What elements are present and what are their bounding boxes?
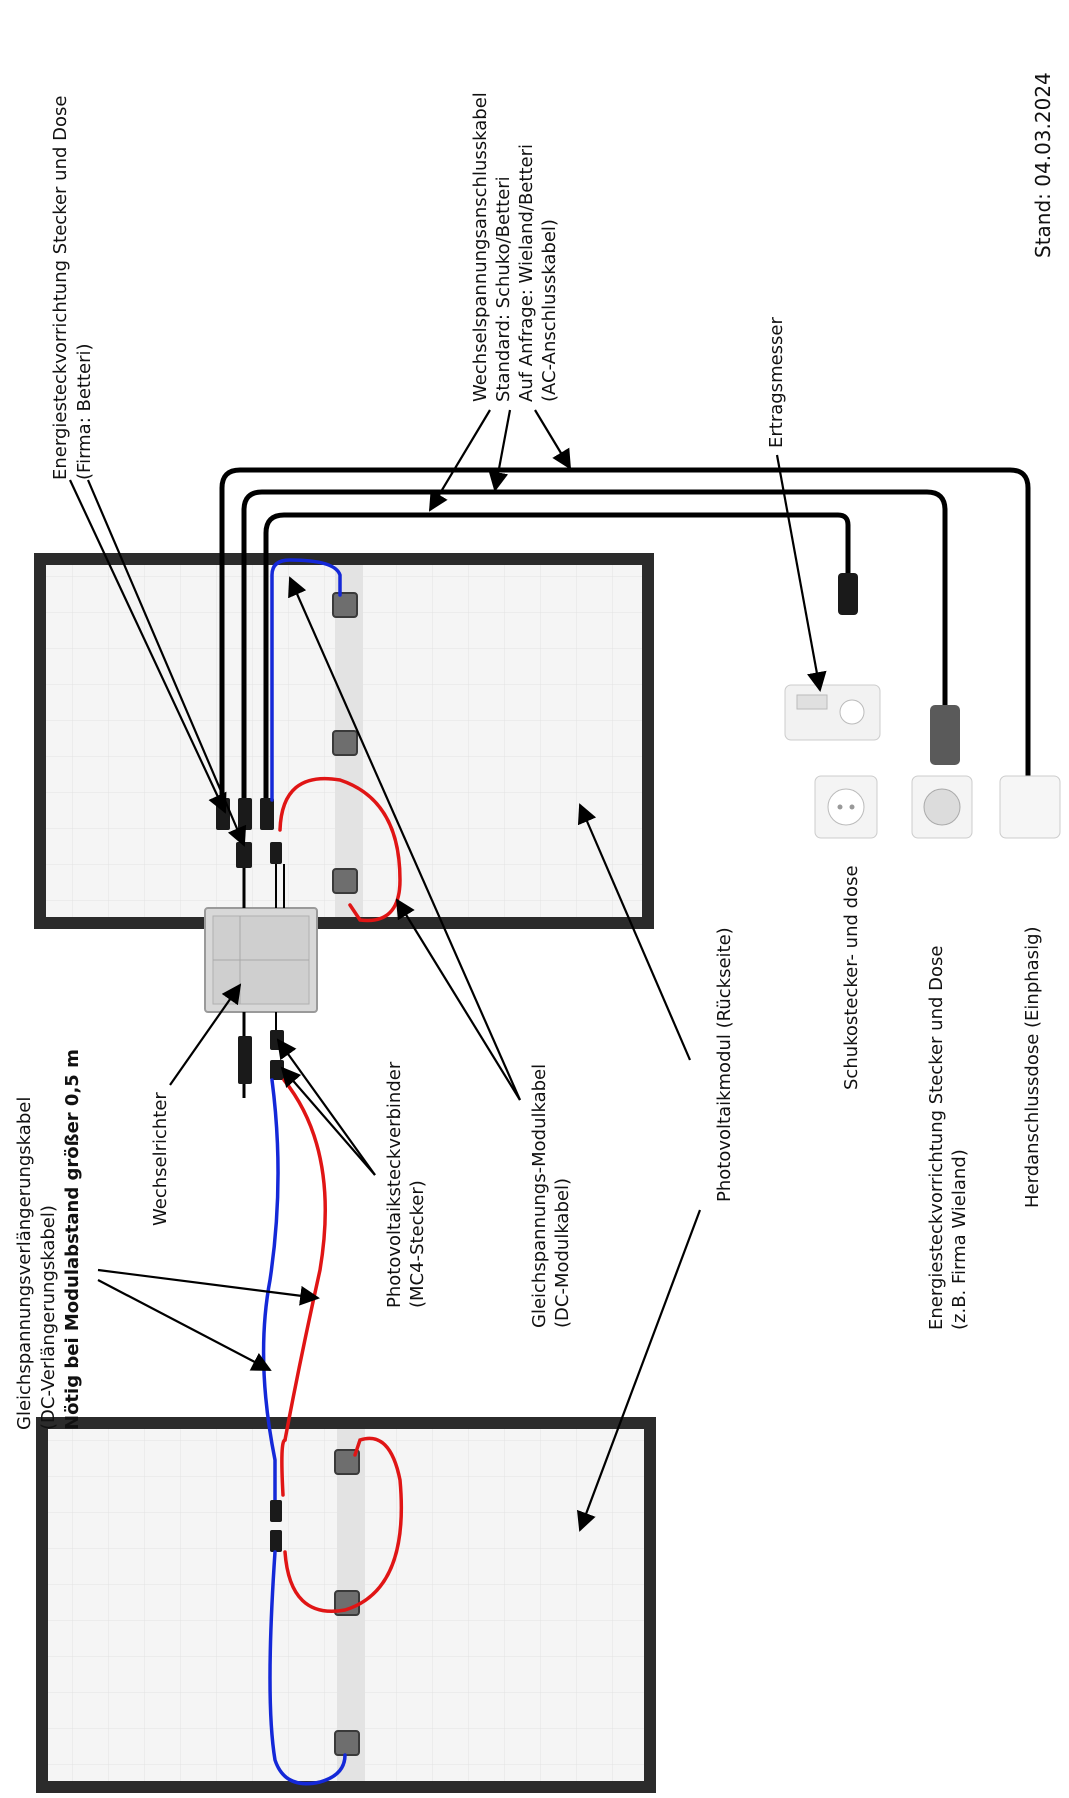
label-wechselspannung-4: (AC-Anschlusskabel) [539,219,560,402]
ac-connectors [216,798,274,1098]
dc-cables-top [270,558,402,923]
annotation-arrows [69,409,827,1532]
label-gleich-modul-2: (DC-Modulkabel) [552,1178,573,1328]
junction-box-top-1 [332,592,358,618]
label-gleich-verl-2: (DC-Verlängerungskabel) [38,1205,59,1430]
wieland-connector [911,705,973,839]
junction-box-bottom-1 [334,1449,360,1475]
label-ertragsmesser: Ertragsmesser [766,316,787,448]
label-pv-stecker-1: Photovoltaiksteckverbinder [384,1061,405,1308]
junction-box-top-2 [332,730,358,756]
label-wechselspannung-3: Auf Anfrage: Wieland/Betteri [516,144,537,402]
junction-box-bottom-3 [334,1730,360,1756]
label-energie-wieland-1: Energiesteckvorrichtung Stecker und Dose [926,946,947,1330]
dc-cables-bottom [268,1436,404,1786]
label-herd: Herdanschlussdose (Einphasig) [1022,926,1043,1208]
label-wechselrichter: Wechselrichter [150,1092,171,1226]
label-gleich-modul-1: Gleichspannungs-Modulkabel [529,1064,550,1328]
pv-module-top [34,553,654,929]
schuko-socket [814,775,878,839]
stove-connection-box [999,775,1061,839]
label-gleich-verl-1: Gleichspannungsverlängerungskabel [14,1097,35,1430]
labels: Stand: 04.03.2024 Energiesteckvorrichtun… [14,72,1055,1430]
inverter [204,907,318,1013]
label-schuko: Schukostecker- und dose [841,865,862,1090]
ac-cables [219,467,1031,803]
label-energie-wieland-2: (z.B. Firma Wieland) [949,1149,970,1330]
label-stand: Stand: 04.03.2024 [1031,72,1055,258]
label-wechselspannung-1: Wechselspannungsanschlusskabel [470,92,491,402]
label-energiesteck-1: Energiesteckvorrichtung Stecker und Dose [50,96,71,480]
label-gleich-verl-3: Nötig bei Modulabstand größer 0,5 m [62,1049,83,1430]
label-pv-modul: Photovoltaikmodul (Rückseite) [714,927,735,1202]
label-wechselspannung-2: Standard: Schuko/Betteri [493,176,514,402]
pv-module-bottom [36,1417,656,1793]
label-pv-stecker-2: (MC4-Stecker) [407,1180,428,1308]
junction-box-top-3 [332,868,358,894]
label-energiesteck-2: (Firma: Betteri) [74,343,95,480]
energy-meter [784,573,881,741]
dc-extension-cables [261,1078,328,1502]
